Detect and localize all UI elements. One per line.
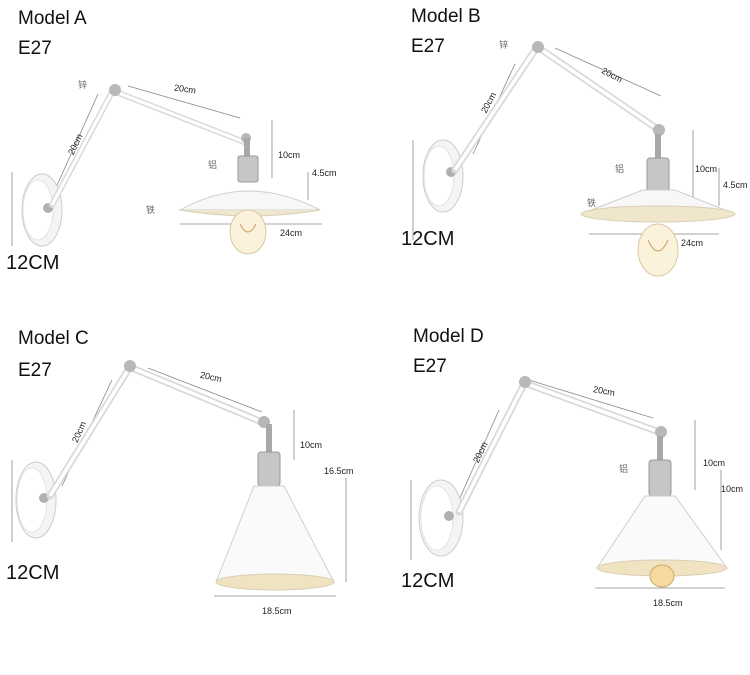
model-a-dim-stem: 10cm bbox=[278, 150, 301, 160]
model-b-dim-stem: 10cm bbox=[695, 164, 718, 174]
model-b-title: Model B bbox=[411, 6, 481, 27]
model-b-panel: Model B E27 12CM 20cm 20cm 10cm 4.5cm 24… bbox=[375, 0, 750, 320]
model-b-lamp-drawing bbox=[412, 41, 736, 277]
model-c-dim-stem: 10cm bbox=[300, 440, 323, 450]
model-d-panel: Model D E27 12CM 20cm 20cm 10cm 10cm 18.… bbox=[375, 320, 750, 640]
model-a-title: Model A bbox=[18, 8, 87, 29]
model-a-socket: E27 bbox=[18, 38, 52, 59]
model-c-title: Model C bbox=[18, 328, 89, 349]
model-d-plate-height: 12CM bbox=[401, 570, 455, 592]
model-b-socket: E27 bbox=[411, 36, 445, 57]
model-c-plate-height: 12CM bbox=[6, 562, 60, 584]
model-a-dim-shade-height: 4.5cm bbox=[312, 168, 337, 178]
model-d-lamp-drawing bbox=[410, 376, 728, 589]
model-c-socket: E27 bbox=[18, 360, 52, 381]
model-d-title: Model D bbox=[413, 326, 484, 347]
model-d-socket: E27 bbox=[413, 356, 447, 377]
model-b-dim-shade-width: 24cm bbox=[681, 238, 704, 248]
model-c-dim-shade-width: 18.5cm bbox=[262, 606, 292, 616]
model-b-dim-shade-height: 4.5cm bbox=[723, 180, 748, 190]
model-b-label-iron: 铁 bbox=[587, 198, 597, 208]
model-a-plate-height: 12CM bbox=[6, 252, 60, 274]
model-d-dim-shade-height: 10cm bbox=[721, 484, 744, 494]
model-a-dim-shade-width: 24cm bbox=[280, 228, 303, 238]
model-b-label-aluminum: 铝 bbox=[615, 164, 625, 174]
model-c-lamp-drawing bbox=[11, 360, 347, 597]
model-a-lamp-drawing bbox=[11, 84, 322, 255]
model-d-dim-shade-width: 18.5cm bbox=[653, 598, 683, 608]
model-a-label-iron: 铁 bbox=[146, 205, 156, 215]
model-c-dim-shade-height: 16.5cm bbox=[324, 466, 354, 476]
model-a-label-aluminum: 铝 bbox=[208, 160, 218, 170]
model-b-label-zinc: 锌 bbox=[499, 40, 509, 50]
model-a-panel: Model A E27 12CM 20cm 20cm 10cm 4.5cm 24… bbox=[0, 0, 375, 320]
model-d-label-aluminum: 铝 bbox=[619, 464, 629, 474]
model-a-label-zinc: 锌 bbox=[78, 80, 88, 90]
model-d-dim-stem: 10cm bbox=[703, 458, 726, 468]
model-b-plate-height: 12CM bbox=[401, 228, 455, 250]
model-c-panel: Model C E27 12CM 20cm 20cm 10cm 16.5cm 1… bbox=[0, 320, 375, 640]
